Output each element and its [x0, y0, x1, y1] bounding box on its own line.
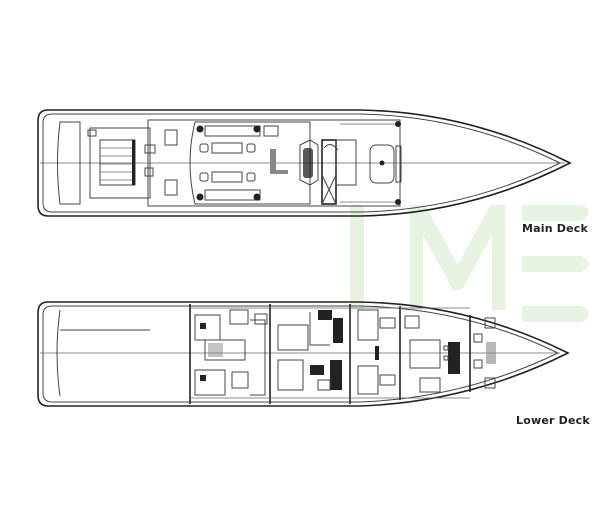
lower-deck-label: Lower Deck: [516, 414, 590, 427]
watermark-logo: [350, 205, 589, 322]
main-deck-plan: [37, 109, 572, 217]
lower-deck-plan: [37, 301, 570, 407]
main-deck-label: Main Deck: [522, 222, 589, 235]
